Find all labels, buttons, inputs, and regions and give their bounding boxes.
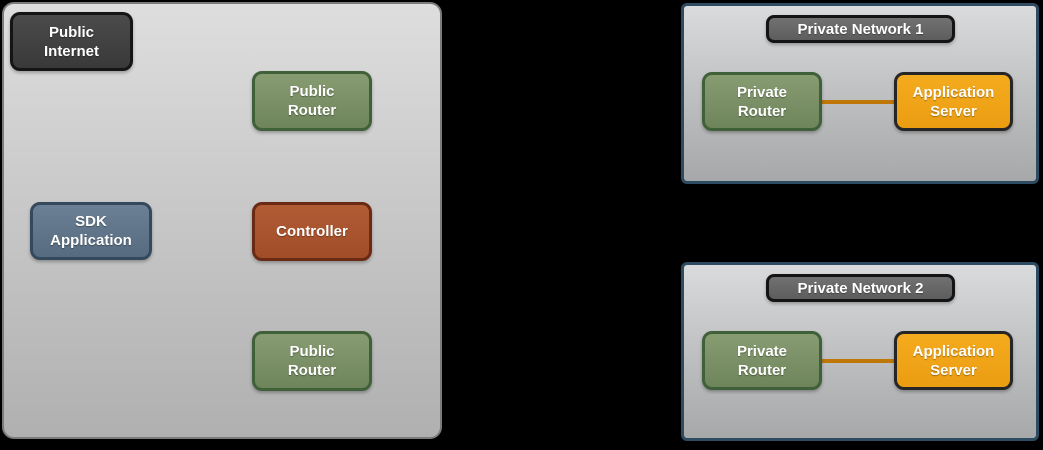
private-network-1-private-router-node: Private Router	[702, 72, 822, 131]
private-network-2-container: Private Network 2 Private Router Applica…	[681, 262, 1039, 441]
private-network-2-private-router-node: Private Router	[702, 331, 822, 390]
private-network-1-application-server-node: Application Server	[894, 72, 1013, 131]
public-zone-container: Public Internet Public Router SDK Applic…	[2, 2, 442, 439]
private-network-2-connection-line	[822, 359, 894, 363]
private-network-1-container: Private Network 1 Private Router Applica…	[681, 3, 1039, 184]
private-network-2-title: Private Network 2	[766, 274, 955, 302]
public-router-bottom-node: Public Router	[252, 331, 372, 391]
private-network-2-application-server-node: Application Server	[894, 331, 1013, 390]
sdk-application-node: SDK Application	[30, 202, 152, 260]
public-router-top-node: Public Router	[252, 71, 372, 131]
private-network-1-title: Private Network 1	[766, 15, 955, 43]
public-internet-node: Public Internet	[10, 12, 133, 71]
private-network-1-connection-line	[822, 100, 894, 104]
controller-node: Controller	[252, 202, 372, 261]
